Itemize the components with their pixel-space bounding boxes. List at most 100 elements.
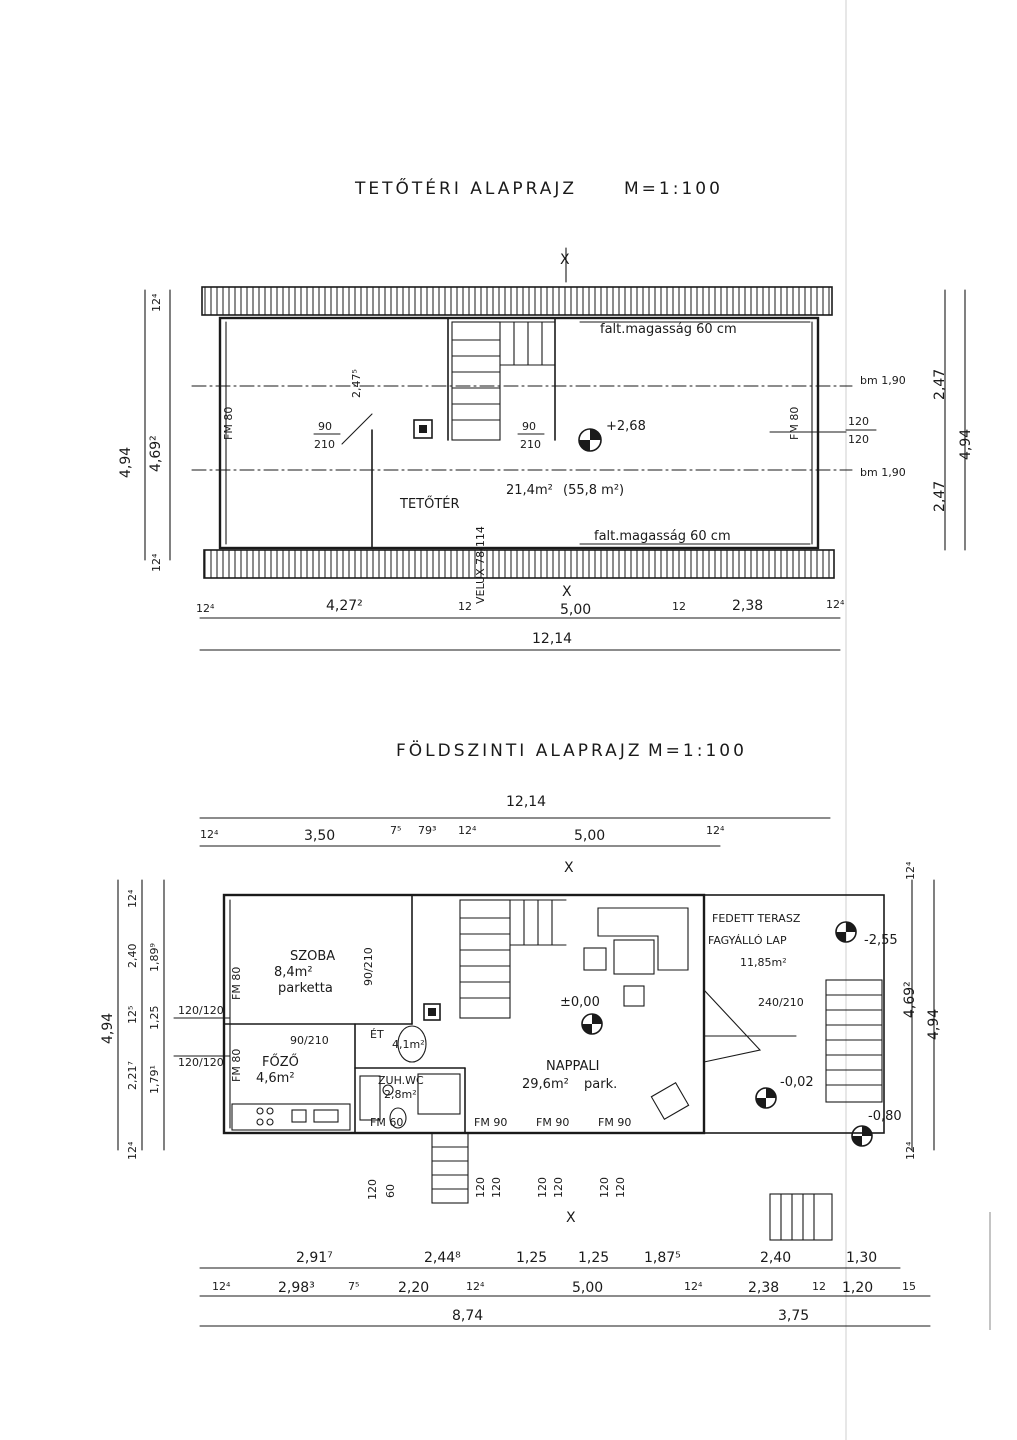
attic-dim-b-4: 5,00 <box>560 602 591 618</box>
level-nappali: ±0,00 <box>560 995 600 1010</box>
ridge-label-lower: bm 1,90 <box>860 466 906 479</box>
attic-dim-total: 12,14 <box>532 631 572 647</box>
room-szoba-area: 8,4m² <box>274 965 313 980</box>
chimney-core <box>419 425 427 433</box>
velux-label: VELUX 78/114 <box>474 526 487 604</box>
level-terrace-lower: -0,80 <box>868 1109 902 1124</box>
attic-dim-right-total: 4,94 <box>958 429 974 460</box>
attic-door-2-height: 210 <box>520 438 541 451</box>
level-marker-terrace-lower <box>851 1125 873 1147</box>
room-et-name: ÉT <box>370 1028 384 1041</box>
ground-dim-t-4: 79³ <box>418 824 436 837</box>
attic-door-2-width: 90 <box>522 420 536 433</box>
ground-dim-r-2: 4,69² <box>902 981 918 1018</box>
attic-window-right-w: 120 <box>848 415 869 428</box>
ridge-label-upper: bm 1,90 <box>860 374 906 387</box>
attic-room-area-total: (55,8 m²) <box>563 483 624 498</box>
attic-dim-b-6: 2,38 <box>732 598 763 614</box>
room-terasz-area: 11,85m² <box>740 956 787 969</box>
ground-dim-b1-6: 2,40 <box>760 1250 791 1266</box>
ground-dim-b1-2: 2,44⁸ <box>424 1250 461 1266</box>
room-nappali-floor: park. <box>584 1077 617 1092</box>
ground-dim-b2-6: 5,00 <box>572 1280 603 1296</box>
sill-1: 120 <box>366 1179 379 1200</box>
attic-dim-b-3: 12 <box>458 600 472 613</box>
knee-wall-label-top: falt.magasság 60 cm <box>600 322 737 337</box>
attic-room-area: 21,4m² <box>506 483 553 498</box>
room-nappali-area: 29,6m² <box>522 1077 569 1092</box>
ground-dim-t-2: 3,50 <box>304 828 335 844</box>
level-terrace-upper: -2,55 <box>864 933 898 948</box>
ground-dim-b2-7: 12⁴ <box>684 1280 703 1293</box>
ground-fm-5: FM 90 <box>598 1116 631 1129</box>
kitchen-counter <box>231 1103 351 1131</box>
section-mark-top: X <box>560 252 570 268</box>
room-terasz-sub: FAGYÁLLÓ LAP <box>708 934 787 947</box>
ground-dim-b1-1: 2,91⁷ <box>296 1250 333 1266</box>
attic-door-1-height: 210 <box>314 438 335 451</box>
ground-dim-b1-5: 1,87⁵ <box>644 1250 681 1266</box>
room-et-area: 4,1m² <box>392 1038 425 1051</box>
roof-eave-top <box>201 286 833 316</box>
ground-dim-t-7: 12⁴ <box>706 824 725 837</box>
ground-dim-b2-3: 7⁵ <box>348 1280 359 1293</box>
attic-dim-b-1: 12⁴ <box>196 602 215 615</box>
attic-dim-left-room: 4,69² <box>148 435 164 472</box>
ground-dim-b1-4: 1,25 <box>578 1250 609 1266</box>
ground-dim-t-6: 5,00 <box>574 828 605 844</box>
attic-dim-right-lower: 2,47 <box>932 481 948 512</box>
ground-plan-scale: M=1:100 <box>648 741 747 761</box>
attic-window-right-h: 120 <box>848 433 869 446</box>
attic-stair <box>451 321 556 441</box>
attic-door-1-swing <box>341 413 373 445</box>
room-fozo-name: FŐZŐ <box>262 1054 299 1070</box>
ground-dim-b2-9: 12 <box>812 1280 826 1293</box>
attic-dim-right-upper: 2,47 <box>932 369 948 400</box>
room-szoba-name: SZOBA <box>290 949 335 964</box>
ground-dim-b2-4: 2,20 <box>398 1280 429 1296</box>
ground-dim-l-1: 12⁴ <box>126 889 139 908</box>
ground-dim-l-7: 2,21⁷ <box>126 1061 139 1090</box>
ground-dim-b3-1: 8,74 <box>452 1308 483 1324</box>
ground-door-2: 90/210 <box>362 947 375 986</box>
ground-dim-l-8: 1,79¹ <box>148 1065 161 1094</box>
attic-room-name: TETŐTÉR <box>399 496 460 512</box>
attic-dim-left-top: 12⁴ <box>150 293 163 312</box>
terrace-steps <box>769 1193 833 1241</box>
ground-dim-r-3: 4,94 <box>926 1009 942 1040</box>
ground-dim-t-3: 7⁵ <box>390 824 401 837</box>
attic-level-marker <box>578 428 602 452</box>
attic-door-1-width: 90 <box>318 420 332 433</box>
knee-wall-label-bottom: falt.magasság 60 cm <box>594 529 731 544</box>
ground-window-2-w: 120/120 <box>178 1056 224 1069</box>
ground-dim-b1-3: 1,25 <box>516 1250 547 1266</box>
ground-fm-2: FM 80 <box>230 1049 243 1082</box>
dining-table <box>397 1025 427 1063</box>
ground-outer-wall <box>222 893 706 1135</box>
attic-floor-plan: TETŐTÉRI ALAPRAJZ M=1:100 X <box>118 177 974 651</box>
ground-dim-b2-1: 12⁴ <box>212 1280 231 1293</box>
ground-dim-t-1: 12⁴ <box>200 828 219 841</box>
level-marker-terrace-upper <box>835 921 857 943</box>
ground-dim-l-9: 12⁴ <box>126 1141 139 1160</box>
ground-fm-1: FM 80 <box>230 967 243 1000</box>
sill-4: 120 <box>490 1177 503 1198</box>
ground-chimney <box>423 1003 441 1021</box>
ground-fm-3: FM 90 <box>474 1116 507 1129</box>
ground-dim-b2-5: 12⁴ <box>466 1280 485 1293</box>
ground-floor-plan: FÖLDSZINTI ALAPRAJZ M=1:100 12,14 12⁴ 3,… <box>100 739 942 1327</box>
room-zuh-name: ZUH.WC <box>378 1074 424 1087</box>
attic-dim-b-5: 12 <box>672 600 686 613</box>
attic-dim-left-total: 4,94 <box>118 447 134 478</box>
ground-stair <box>459 899 567 1019</box>
ground-dim-l-3: 1,89⁹ <box>148 943 161 972</box>
ground-door-1: 90/210 <box>290 1034 329 1047</box>
room-terasz-name: FEDETT TERASZ <box>712 912 801 925</box>
ground-dim-l-6: 1,25 <box>148 1006 161 1031</box>
section-mark-ground-top: X <box>564 860 574 876</box>
ground-fm-4: FM 90 <box>536 1116 569 1129</box>
ground-door-terrace: 240/210 <box>758 996 804 1009</box>
room-fozo-area: 4,6m² <box>256 1071 295 1086</box>
room-szoba-floor: parketta <box>278 981 333 996</box>
